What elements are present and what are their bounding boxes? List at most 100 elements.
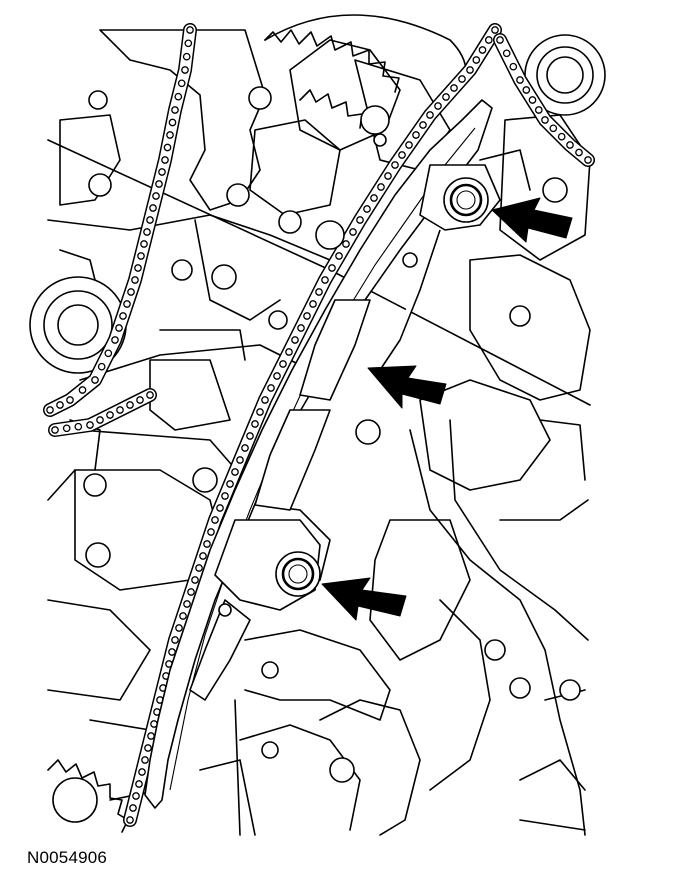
casting-holes [83,86,581,783]
chain-link-pin [516,76,524,84]
casting-hole [83,473,107,497]
chain-link-pin [86,421,94,429]
chain-link-pin [141,756,149,764]
callout-arrow-guide [367,365,447,409]
chain-link-pin [303,312,311,320]
chain-link-pin [412,131,420,139]
chain-link-pin [123,300,131,308]
casting-hole [542,177,568,203]
chain-link-pin [466,66,474,74]
camshaft-sprocket [264,14,467,129]
chain-link-pin [97,362,106,371]
casting-hole [373,133,387,147]
chain-link-pin [149,204,157,212]
chain-link-pin [328,264,336,272]
chain-link-pin [285,348,293,356]
timing-chain [43,23,595,827]
chain-link-pin [183,600,191,608]
chain-link-pin [528,96,537,104]
casting-hole [261,741,279,759]
chain-link-pin [56,401,64,409]
chain-link-pin [91,376,99,384]
chain-link-pin [179,612,187,620]
chain-link-pin [136,396,144,404]
chain-link-pin [140,240,148,248]
chain-link-pin [62,424,71,433]
chain-link-pin [279,360,287,368]
figure-id-label: N0054906 [27,848,108,867]
chain-link-pin [181,66,189,74]
chain-link-pin [216,504,224,512]
chain-link-pin [442,93,450,101]
chain-link-pin [152,192,160,200]
chain-link-pin [231,468,239,476]
chain-link-pin [191,576,199,584]
casting-hole [218,603,232,617]
chain-link-pin [384,172,392,180]
idler-pulley [29,276,127,374]
chain-link-pin [46,406,54,414]
casting-hole [88,173,112,197]
chain-link-pin [434,102,442,110]
chain-link-pin [168,118,177,127]
chain-link-pin [484,36,493,44]
chain-link-pin [557,132,566,141]
chain-link-pin [584,156,592,164]
chain-link-pin [143,228,151,236]
chain-link-pin [391,161,399,169]
casting-hole [509,305,531,327]
chain-link-pin [226,480,234,488]
chain-link-pin [363,205,371,213]
chain-link-pin [66,396,74,404]
guide-bolt-upper [443,177,489,223]
chain-link-pin [131,276,139,284]
chain-link-pin [405,141,413,149]
chain-link-pin [566,141,574,149]
casting-hole [248,86,272,110]
chain-link-pin [321,276,329,284]
chain-link-pin [502,49,511,58]
chain-link-pin [342,240,350,248]
casting-hole [509,677,531,699]
casting-hole [315,220,345,250]
crankshaft-sprocket [47,759,129,833]
chain-link-pin [458,75,466,83]
chain-link-pin [135,780,143,788]
chain-link-pin [509,62,518,71]
chain-link-pin [211,516,219,524]
chain-link-pin [163,143,172,152]
chain-link-pin [116,406,124,414]
chain-link-pin [241,444,249,452]
chain-link-pin [155,180,163,188]
chain-link-pin [267,384,275,392]
chain-link-pin [177,79,186,88]
chain-link-pin [147,732,155,740]
chain-link-pin [291,336,299,344]
chain-link-pin [472,56,481,64]
chain-link-pin [132,792,140,800]
chain-link-pin [146,391,154,399]
chain-link-pin [187,588,195,596]
chain-link-pin [534,106,543,114]
right-camshaft-sprocket [524,34,606,116]
chain-link-pin [104,349,113,358]
callout-arrow-lower-bolt [321,577,407,621]
chain-link-pin [203,540,211,548]
chain-link-pin [496,36,504,44]
chain-link-pin [398,151,406,159]
chain-link-pin [174,92,183,101]
chain-link-pin [168,648,176,656]
casting-hole [402,252,418,268]
chain-link-pin [171,106,179,114]
chain-link-pin [261,396,269,404]
chain-link-pin [111,336,119,344]
chain-link-pin [297,324,305,332]
chain-link-pin [119,312,127,320]
chain-link-pin [182,52,191,61]
chain-link-pin [236,456,244,464]
chain-link-pin [450,84,458,92]
chain-link-pin [127,288,135,296]
chain-link-pin [106,411,114,419]
chain-link-pin [175,624,183,632]
